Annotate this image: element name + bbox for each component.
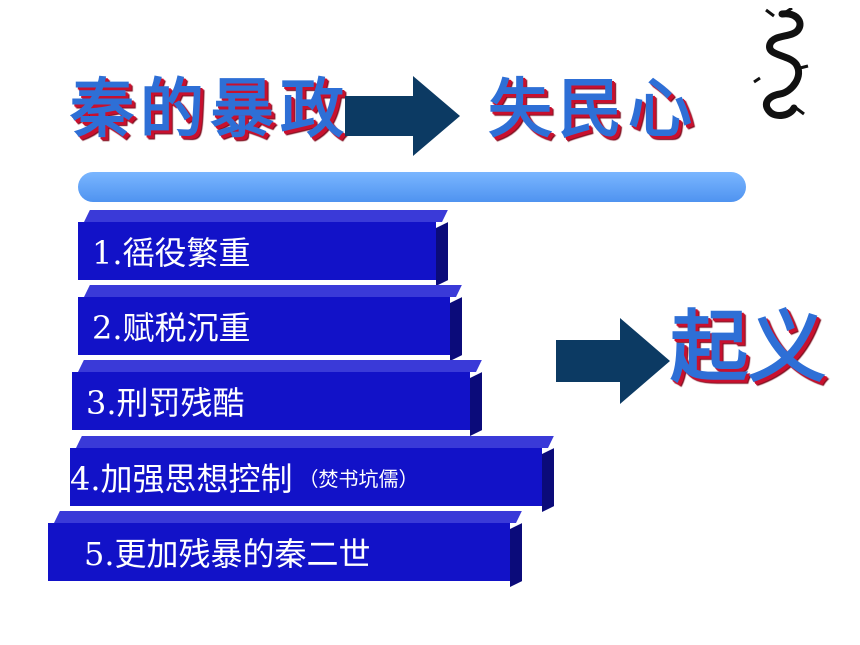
list-item-label: 2.赋税沉重 bbox=[78, 303, 251, 349]
list-item: 2.赋税沉重 bbox=[78, 297, 450, 355]
list-item-label: 4.加强思想控制 bbox=[70, 454, 293, 500]
right-arrow-icon bbox=[556, 318, 674, 404]
list-item-label: 3.刑罚残酷 bbox=[72, 378, 245, 424]
divider-bar bbox=[78, 172, 746, 202]
list-item-note: （焚书坑儒） bbox=[293, 463, 419, 492]
list-item: 5.更加残暴的秦二世 bbox=[48, 523, 510, 581]
title-lose-support: 失民心 bbox=[488, 58, 698, 150]
list-item: 4.加强思想控制 （焚书坑儒） bbox=[70, 448, 542, 506]
right-arrow-icon bbox=[345, 76, 465, 156]
dragon-icon bbox=[752, 8, 810, 126]
title-qin-tyranny: 秦的暴政 bbox=[70, 58, 350, 150]
list-item: 1.徭役繁重 bbox=[78, 222, 436, 280]
list-item-label: 5.更加残暴的秦二世 bbox=[48, 529, 371, 575]
list-item: 3.刑罚残酷 bbox=[72, 372, 470, 430]
title-uprising: 起义 bbox=[670, 285, 826, 397]
list-item-label: 1.徭役繁重 bbox=[78, 228, 251, 274]
